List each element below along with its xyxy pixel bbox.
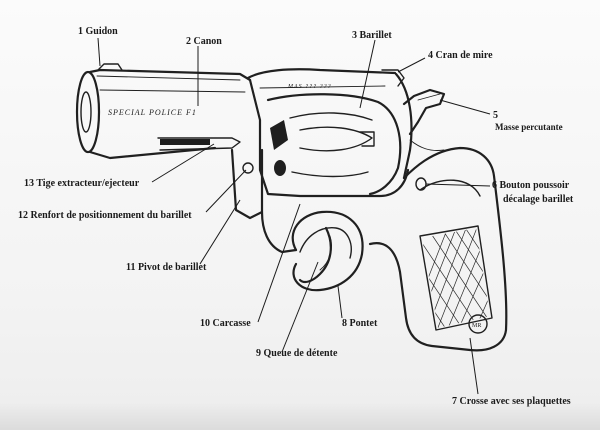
leader-tige-extracteur <box>151 143 215 183</box>
leader-masse-percutante <box>439 99 491 115</box>
cylinder-flute-bottom <box>291 171 369 178</box>
top-strap <box>246 68 397 80</box>
frame-cutout-1 <box>270 120 288 150</box>
leader-bouton-poussoir <box>425 183 491 187</box>
label-pontet: 8 Pontet <box>342 318 378 329</box>
leader-cran-de-mire <box>397 57 426 73</box>
barrel-rib-line <box>96 75 241 81</box>
cylinder-flute-top <box>289 112 373 121</box>
frame-engraving: MAS ??? ??? <box>288 84 332 90</box>
label-canon: 2 Canon <box>186 36 222 47</box>
leader-guidon <box>97 37 101 67</box>
leader-crosse <box>469 337 479 395</box>
grip-outline <box>368 146 508 352</box>
label-renfort: 12 Renfort de positionnement du barillet <box>18 210 192 221</box>
cylinder-rear-edge <box>394 72 413 180</box>
barrel-rib-line-2 <box>99 89 246 93</box>
label-crosse: 7 Crosse avec ses plaquettes <box>452 396 571 407</box>
frame-cutout-2 <box>274 160 286 176</box>
grip-group: MR <box>368 139 508 352</box>
leader-barillet <box>359 39 376 109</box>
cylinder-flute-mid <box>299 126 373 152</box>
cylinder-release-button <box>415 177 427 191</box>
label-bouton-poussoir-2: décalage barillet <box>503 194 574 205</box>
grip-medallion <box>468 314 488 334</box>
hammer-spur <box>402 88 446 136</box>
cylinder-notch <box>359 131 375 147</box>
label-guidon: 1 Guidon <box>78 26 118 37</box>
label-cran-de-mire: 4 Cran de mire <box>428 50 493 61</box>
backstrap-line <box>409 139 445 151</box>
muzzle-bore <box>80 91 92 133</box>
trigger <box>298 226 332 284</box>
trigger-face <box>319 235 332 271</box>
crane-screw <box>242 162 254 174</box>
leader-pivot-barillet <box>199 199 241 265</box>
barrel-top <box>88 68 252 82</box>
leader-pontet <box>337 285 343 319</box>
barrel-engraving: SPECIAL POLICE F1 <box>108 108 197 117</box>
barrel-group <box>75 63 252 160</box>
hammer-group <box>402 88 446 136</box>
label-barillet: 3 Barillet <box>352 30 392 41</box>
cylinder-window-lower <box>248 78 410 198</box>
frame-lower-front <box>260 210 298 254</box>
label-pivot-barillet: 11 Pivot de barillet <box>126 262 207 273</box>
muzzle-outline <box>75 70 101 154</box>
barrel-bottom <box>88 146 217 160</box>
top-strap-inner <box>259 85 386 89</box>
trigger-guard-inner <box>299 227 352 259</box>
front-sight <box>97 63 123 71</box>
ejector-rod <box>160 139 210 145</box>
leader-renfort <box>205 169 247 213</box>
label-tige-extracteur: 13 Tige extracteur/ejecteur <box>24 178 140 189</box>
label-masse-percutante: Masse percutante <box>495 122 563 132</box>
label-masse-percutante-num: 5 <box>493 110 498 121</box>
grip-panel <box>419 225 493 331</box>
frame-group <box>230 72 413 254</box>
grip-top-inner <box>419 179 481 197</box>
label-carcasse: 10 Carcasse <box>200 318 251 329</box>
hammer-checkering <box>417 93 441 101</box>
leader-carcasse <box>257 203 301 323</box>
leader-lines <box>97 37 491 395</box>
label-queue-detente: 9 Queue de détente <box>256 348 338 359</box>
trigger-guard <box>291 210 364 292</box>
ejector-shroud <box>157 137 241 151</box>
cylinder-outline <box>266 93 402 196</box>
grip-medallion-logo: MR <box>472 323 481 329</box>
trigger-group <box>291 210 364 292</box>
leader-queue-detente <box>281 261 319 353</box>
label-bouton-poussoir-1: 6 Bouton poussoir <box>492 180 570 191</box>
crane <box>230 148 264 220</box>
